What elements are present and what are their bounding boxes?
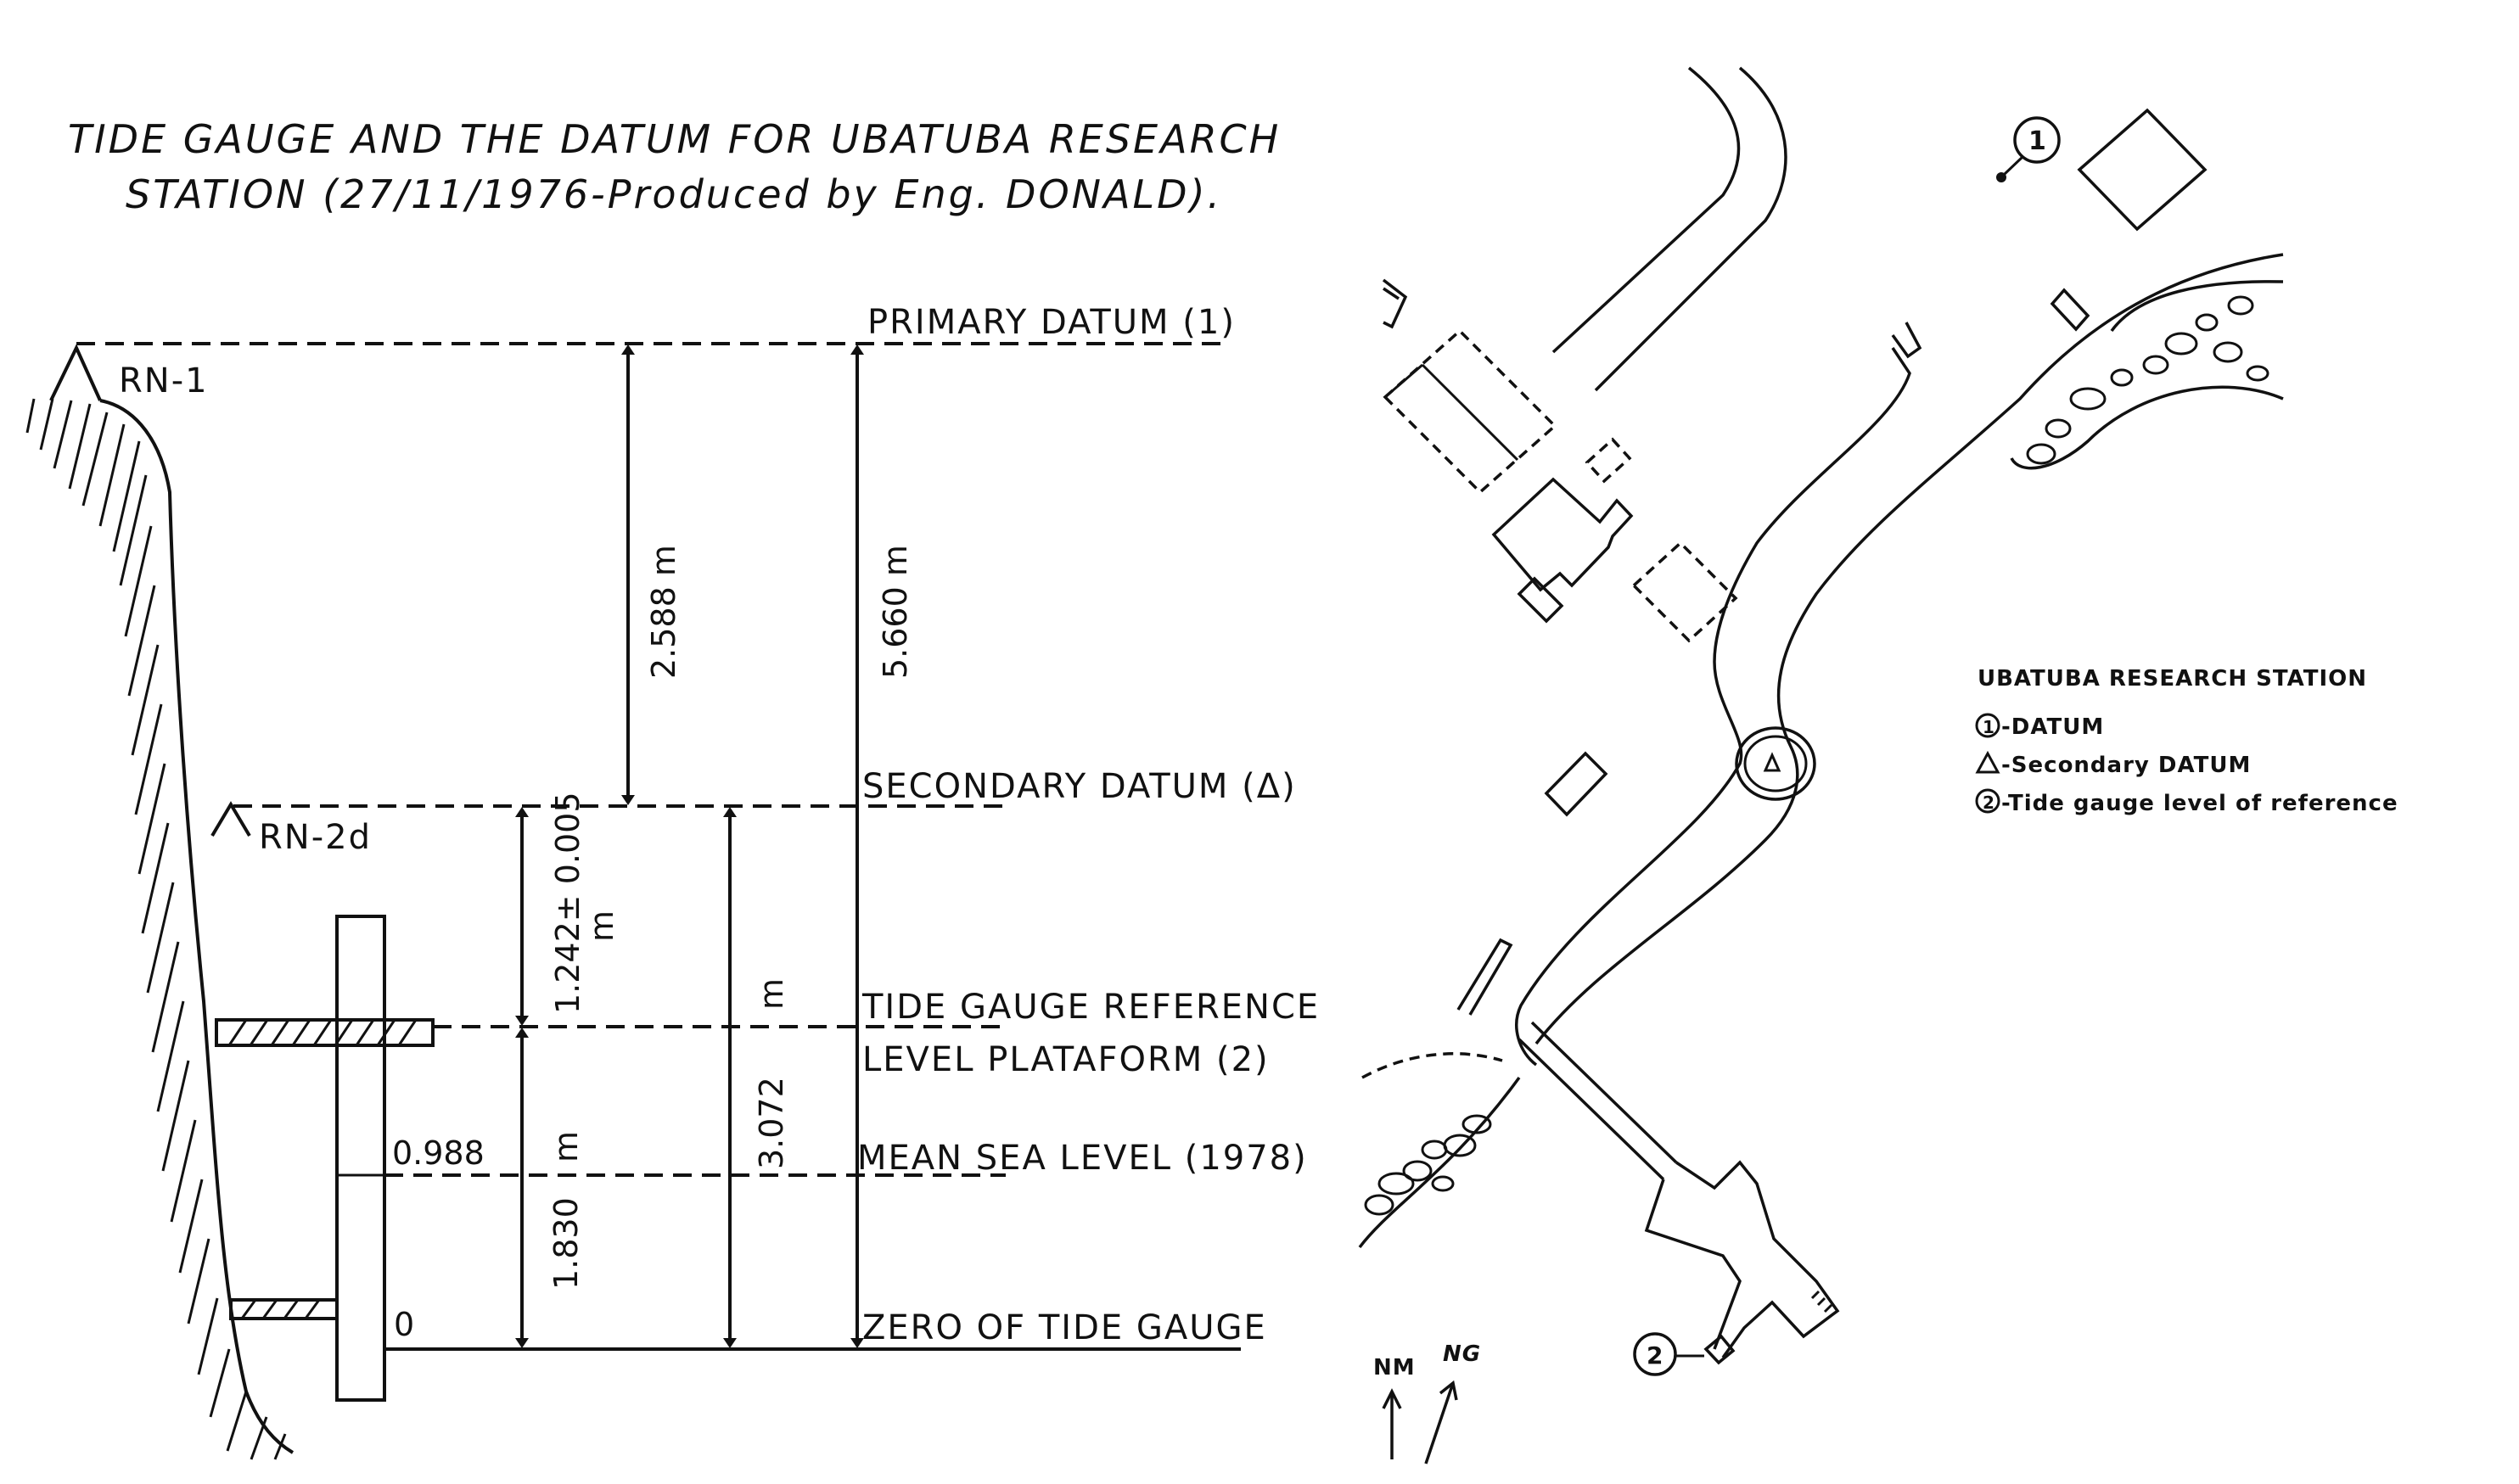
bracket-structure [1456,938,1513,1016]
rn2-triangle [210,801,251,837]
datum-marker-point [1996,172,2006,182]
pier-head [1644,1160,1840,1359]
dim-label-1242: 1.242± 0.005 [549,792,586,1015]
legend-tide-text: -Tide gauge level of reference [2001,791,2398,816]
lower-platform [229,1298,339,1320]
north-geographic-arrow [1424,1382,1455,1464]
reference-platform [215,1018,435,1047]
dim-label-2588: 2.588 m [645,545,682,679]
tide-gauge-box [1703,1334,1736,1365]
legend-tide-symbol-number: 2 [1983,792,1995,813]
dim-label-1242-unit: m [583,910,620,942]
legend-datum-symbol-number: 1 [1983,717,1995,737]
rocks-lower [1364,1114,1492,1216]
datum-diagram: RN-1 RN-2d PRIMARY DATUM (1) SECONDARY D… [25,303,1320,1460]
pier [1518,1021,1678,1181]
secondary-datum-triangle [1763,752,1781,772]
rn1-label: RN-1 [119,361,209,400]
north-magnetic-label: NM [1373,1355,1416,1380]
path-left-edge [1515,347,1911,1067]
datum-marker-number: 1 [2028,126,2047,156]
shore-upper [2010,385,2284,470]
staff-reading-msl: 0.988 [392,1134,485,1172]
small-rect [2050,288,2090,332]
gate-posts [1891,322,1922,359]
north-arrows: NM NG [1373,1341,1481,1464]
title-line-2: STATION (27/11/1976-Produced by Eng. DON… [126,171,1222,217]
small-building [1517,576,1564,624]
dim-label-1830: 1.830 [547,1197,585,1290]
datum-marker-circle [2013,116,2061,164]
dim-label-3072: 3.072 [753,1077,790,1169]
zero-tide-gauge-label: ZERO OF TIDE GAUGE [862,1308,1267,1347]
corner-structure [1382,278,1408,329]
mean-sea-level-label: MEAN SEA LEVEL (1978) [857,1139,1308,1178]
rn1-triangle [49,344,102,401]
datum-building [2077,108,2208,232]
legend-datum-symbol [1975,713,2000,738]
legend-secondary-text: -Secondary DATUM [2001,753,2251,778]
legend-title: UBATUBA RESEARCH STATION [1978,666,2367,692]
rect-building [1544,751,1608,817]
primary-datum-label: PRIMARY DATUM (1) [867,303,1236,342]
shore-lower [1358,1076,1521,1249]
dashed-building-complex [1383,328,1632,495]
road-edge-2 [1594,66,1787,392]
rocks-upper [2026,295,2269,465]
dim-label-1830-unit: m [547,1131,585,1162]
rn2-label: RN-2d [259,818,372,857]
road-edge-1 [1551,66,1741,354]
tide-staff [335,915,386,1402]
dim-label-3072-unit: m [753,978,790,1010]
shore-arc [2110,280,2284,333]
north-geographic-label: NG [1443,1341,1481,1367]
title-line-1: TIDE GAUGE AND THE DATUM FOR UBATUBA RES… [68,116,1281,162]
tide-marker-number: 2 [1647,1341,1663,1369]
cliff-shore [25,398,295,1460]
staff-reading-zero: 0 [394,1306,414,1343]
dashed-building-small [1631,540,1738,643]
legend-datum-text: -DATUM [2001,714,2104,740]
legend: UBATUBA RESEARCH STATION 1 -DATUM -Secon… [1975,666,2398,816]
secondary-datum-circle [1735,726,1816,801]
site-map: 1 2 NM NG [1358,66,2284,1464]
legend-tide-symbol [1975,788,2000,814]
path-right-edge [1534,253,2284,1045]
solid-building [1491,477,1634,592]
tide-marker-circle [1633,1332,1677,1376]
tide-reference-label-2: LEVEL PLATAFORM (2) [862,1040,1270,1079]
secondary-datum-label: SECONDARY DATUM (Δ) [862,767,1297,806]
legend-secondary-symbol [1975,750,2000,774]
tide-reference-label-1: TIDE GAUGE REFERENCE [861,988,1320,1027]
dim-label-5660: 5.660 m [877,545,914,679]
shore-dashed [1361,1052,1503,1079]
